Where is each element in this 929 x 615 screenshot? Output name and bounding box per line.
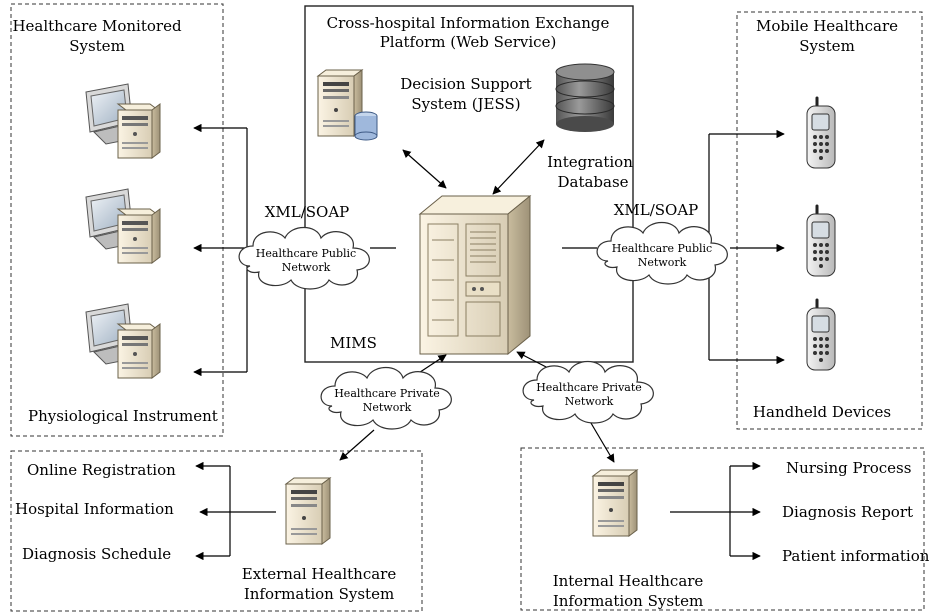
integration-label-line2: Database — [557, 173, 629, 191]
handheld-devices-label: Handheld Devices — [752, 403, 892, 421]
internal-connectors — [670, 461, 761, 561]
public-left-cloud-line2: Network — [281, 261, 331, 274]
public-right-cloud-line1: Healthcare Public — [611, 242, 713, 255]
monitored-system-box — [10, 3, 224, 437]
mims-server-icon — [418, 194, 532, 356]
internal-system-box — [520, 447, 925, 611]
workstation-icon — [85, 188, 161, 264]
public-left-cloud-line1: Healthcare Public — [255, 247, 357, 260]
integration-label-line1: Integration — [547, 153, 633, 171]
private-right-down-arrow — [587, 417, 615, 463]
dss-label-line1: Decision Support — [400, 75, 532, 93]
external-item: Online Registration — [27, 461, 176, 479]
xml-soap-right-label: XML/SOAP — [613, 201, 699, 219]
external-item: Diagnosis Schedule — [22, 545, 172, 563]
platform-box — [304, 5, 634, 363]
private-right-cloud-line2: Network — [564, 395, 614, 408]
internal-title-line1: Internal Healthcare — [552, 572, 704, 590]
db-mims-arrow — [492, 139, 545, 195]
internal-server-icon — [592, 469, 638, 537]
external-server-icon — [285, 477, 331, 545]
mobile-phone-icon — [805, 204, 837, 278]
dss-label-line2: System (JESS) — [411, 95, 521, 113]
internal-item: Patient information — [782, 547, 929, 565]
mobile-phone-icon — [805, 96, 837, 170]
monitored-title-line2: System — [69, 37, 125, 55]
mobile-title-line2: System — [799, 37, 855, 55]
external-title-line1: External Healthcare — [241, 565, 397, 583]
decision-support-server-icon — [317, 69, 378, 141]
database-icon — [555, 63, 615, 132]
platform-title-line1: Cross-hospital Information Exchange — [326, 14, 610, 32]
mims-label: MIMS — [330, 334, 377, 352]
platform-title-line2: Platform (Web Service) — [379, 33, 557, 51]
dss-mims-arrow — [402, 149, 447, 189]
workstation-icon — [85, 83, 161, 159]
mobile-system-box — [736, 11, 923, 430]
workstation-icon — [85, 303, 161, 379]
external-system-box — [10, 450, 423, 612]
xml-soap-left-label: XML/SOAP — [264, 203, 350, 221]
private-left-down-arrow — [339, 429, 375, 461]
mobile-title-line1: Mobile Healthcare — [755, 17, 899, 35]
external-item: Hospital Information — [15, 500, 174, 518]
private-left-cloud-line1: Healthcare Private — [334, 387, 440, 400]
private-left-cloud-line2: Network — [362, 401, 412, 414]
physiological-instrument-label: Physiological Instrument — [28, 407, 218, 425]
mobile-phone-icon — [805, 298, 837, 372]
internal-item: Diagnosis Report — [782, 503, 914, 521]
monitored-title-line1: Healthcare Monitored — [12, 17, 182, 35]
private-right-cloud-line1: Healthcare Private — [536, 381, 642, 394]
external-connectors — [195, 461, 276, 561]
public-right-cloud-line2: Network — [637, 256, 687, 269]
external-title-line2: Information System — [243, 585, 395, 603]
internal-item: Nursing Process — [786, 459, 912, 477]
internal-title-line2: Information System — [552, 592, 704, 610]
